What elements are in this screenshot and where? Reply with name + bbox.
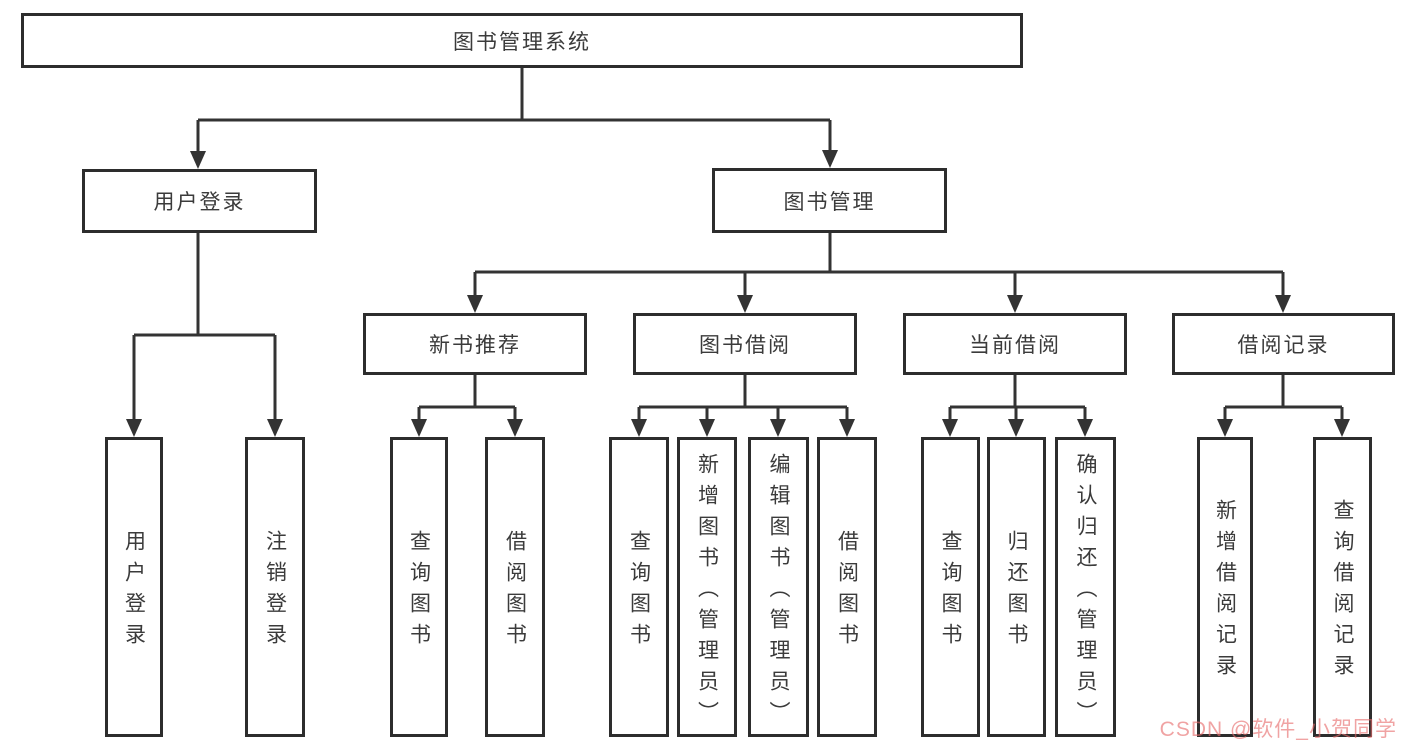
leaf-add-books-admin: 新增图书（管理员） (677, 437, 737, 737)
node-new-book-recommend: 新书推荐 (363, 313, 587, 375)
node-current-borrowing: 当前借阅 (903, 313, 1127, 375)
leaf-logout: 注销登录 (245, 437, 305, 737)
node-book-borrowing: 图书借阅 (633, 313, 857, 375)
leaf-edit-books-admin: 编辑图书（管理员） (748, 437, 809, 737)
leaf-query-books-current: 查询图书 (921, 437, 980, 737)
node-book-management: 图书管理 (712, 168, 947, 233)
leaf-query-books-borrowing: 查询图书 (609, 437, 669, 737)
leaf-query-borrow-record: 查询借阅记录 (1313, 437, 1372, 737)
leaf-borrow-books-recommend: 借阅图书 (485, 437, 545, 737)
node-borrow-records: 借阅记录 (1172, 313, 1395, 375)
node-user-login: 用户登录 (82, 169, 317, 233)
leaf-borrow-books-borrowing: 借阅图书 (817, 437, 877, 737)
leaf-user-login: 用户登录 (105, 437, 163, 737)
leaf-return-books: 归还图书 (987, 437, 1046, 737)
csdn-watermark: CSDN @软件_小贺同学 (1159, 718, 1397, 741)
leaf-add-borrow-record: 新增借阅记录 (1197, 437, 1253, 737)
node-library-system: 图书管理系统 (21, 13, 1023, 68)
leaf-confirm-return-admin: 确认归还（管理员） (1055, 437, 1116, 737)
leaf-query-books-recommend: 查询图书 (390, 437, 448, 737)
